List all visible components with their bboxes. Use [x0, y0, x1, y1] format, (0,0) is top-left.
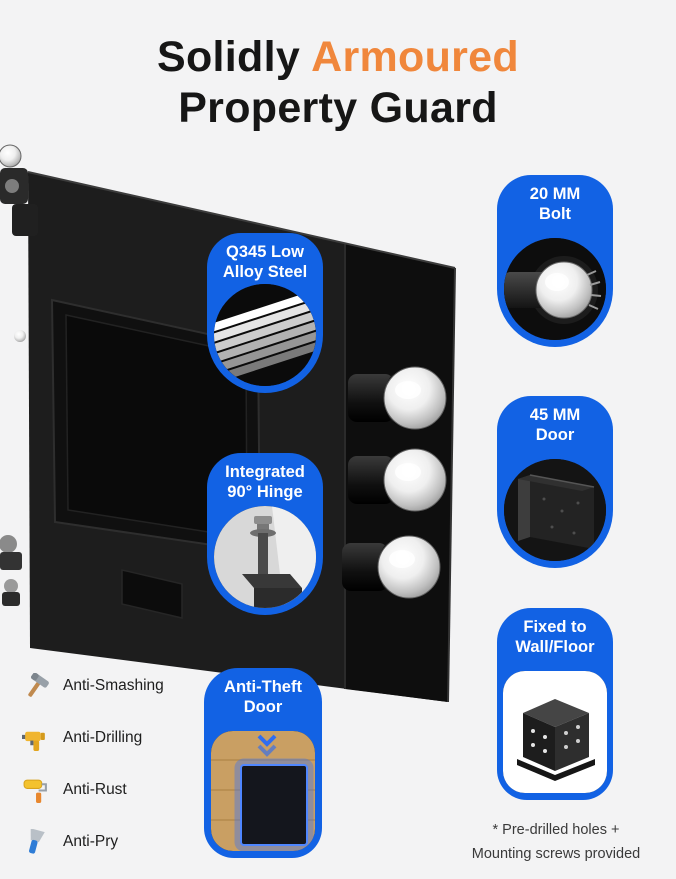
hammer-icon — [28, 672, 49, 697]
locking-bolt — [348, 448, 447, 512]
callout-label-line2: Door — [535, 426, 575, 444]
headline-word-solidly: Solidly — [157, 33, 301, 81]
mounting-footnote: * Pre-drilled holes + Mounting screws pr… — [432, 818, 676, 866]
callout-label-line1: Integrated — [225, 463, 305, 481]
footnote-line1: * Pre-drilled holes + — [492, 822, 620, 838]
paint-roller-icon — [23, 779, 47, 803]
feature-label: Anti-Drilling — [63, 729, 143, 746]
callout-bolt: 20 MM Bolt — [497, 175, 613, 347]
feature-anti-rust: Anti-Rust — [22, 772, 164, 808]
feature-anti-drilling: Anti-Drilling — [22, 720, 164, 756]
callout-label-line2: Door — [243, 698, 283, 716]
callout-label-line2: Alloy Steel — [222, 263, 308, 281]
locking-bolt — [342, 535, 441, 599]
callout-hinge: Integrated 90° Hinge — [207, 453, 323, 615]
callout-label-line1: 20 MM — [529, 185, 581, 203]
footnote-line2: Mounting screws provided — [471, 846, 641, 862]
callout-label-line2: 90° Hinge — [227, 483, 303, 501]
headline-word-armoured: Armoured — [311, 33, 519, 81]
callout-label-line1: Anti-Theft — [224, 678, 302, 696]
feature-label: Anti-Pry — [63, 833, 119, 850]
anchored-box-icon — [503, 671, 607, 793]
callout-label-line2: Bolt — [538, 205, 572, 223]
feature-anti-smashing: Anti-Smashing — [22, 668, 164, 704]
glowing-door-icon — [211, 731, 315, 851]
headline-line2: Property Guard — [178, 84, 498, 132]
callout-anti-theft-door: Anti-Theft Door — [204, 668, 322, 858]
callout-door-thickness: 45 MM Door — [497, 396, 613, 568]
callout-label-line2: Wall/Floor — [515, 638, 595, 656]
callout-fixed-mounting: Fixed to Wall/Floor — [497, 608, 613, 800]
safe-product-image — [0, 144, 456, 703]
steel-layers-icon — [214, 284, 316, 386]
locking-bolt — [348, 366, 447, 430]
drill-icon — [22, 731, 45, 751]
scraper-icon — [28, 828, 45, 854]
chrome-bolt-icon — [504, 238, 606, 340]
feature-label: Anti-Smashing — [63, 677, 164, 694]
hinge-pin-icon — [214, 506, 316, 608]
callout-label-line1: 45 MM — [529, 406, 581, 424]
feature-anti-pry: Anti-Pry — [22, 824, 164, 860]
callout-label-line1: Fixed to — [523, 618, 587, 636]
callout-alloy-steel: Q345 Low Alloy Steel — [207, 233, 323, 393]
callout-label-line1: Q345 Low — [226, 243, 304, 261]
feature-label: Anti-Rust — [63, 781, 127, 798]
feature-list: Anti-Smashing Anti-Drilling Anti-Rust — [22, 668, 164, 876]
door-slab-icon — [504, 459, 606, 561]
